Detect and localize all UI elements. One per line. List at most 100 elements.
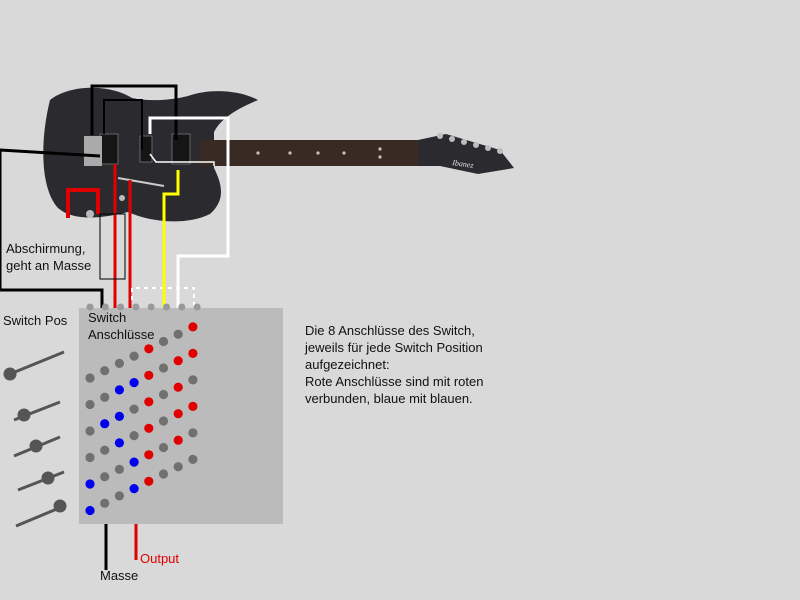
switch-terminal-blue bbox=[85, 505, 95, 516]
switch-top-terminal bbox=[193, 303, 201, 311]
switch-top-terminal bbox=[117, 303, 125, 311]
switch-terminal-gray bbox=[129, 404, 139, 414]
neck-pickup bbox=[171, 133, 191, 165]
switch-terminal-gray bbox=[158, 336, 169, 347]
switch-top-terminal bbox=[101, 303, 109, 311]
switch-terminal-blue bbox=[100, 419, 110, 429]
black-wire-top bbox=[90, 84, 178, 140]
description-line: Rote Anschlüsse sind mit roten bbox=[305, 374, 484, 389]
guitar-bridge bbox=[84, 136, 102, 166]
switch-top-terminal bbox=[132, 303, 140, 311]
switch-terminal-gray bbox=[173, 329, 183, 339]
switch-terminal-gray bbox=[114, 464, 124, 474]
switch-terminal-gray bbox=[100, 445, 110, 455]
fret-markers bbox=[256, 147, 382, 159]
switch-terminal-red bbox=[173, 435, 183, 445]
shield-label-line: Abschirmung, bbox=[6, 241, 86, 256]
shield-label: Abschirmung, geht an Masse bbox=[6, 240, 91, 274]
switch-terminal-blue bbox=[129, 484, 139, 494]
switch-terminal-red bbox=[188, 401, 198, 411]
switch-terminal-blue bbox=[129, 457, 139, 467]
switch-terminal-gray bbox=[129, 431, 139, 441]
switch-terminal-gray bbox=[85, 452, 95, 463]
switch-terminal-red bbox=[188, 348, 198, 358]
switch-terminal-gray bbox=[114, 491, 124, 501]
description-line: jeweils für jede Switch Position bbox=[305, 340, 483, 355]
switch-terminal-red bbox=[173, 382, 183, 392]
output-label: Output bbox=[140, 551, 180, 566]
shield-box bbox=[99, 213, 126, 280]
switch-terminal-blue bbox=[114, 385, 124, 395]
switch-position-lever bbox=[13, 435, 61, 458]
switch-terminal-red bbox=[173, 409, 183, 419]
switch-terminal-red bbox=[144, 397, 154, 407]
black-wire-inner bbox=[103, 99, 143, 150]
switch-terminal-gray bbox=[188, 454, 198, 464]
switch-terminal-red bbox=[188, 322, 198, 332]
pickup-selector-lever bbox=[117, 177, 165, 187]
yellow-wire bbox=[162, 170, 180, 308]
switch-terminal-red bbox=[173, 356, 183, 366]
volume-knob bbox=[86, 210, 94, 218]
switch-terminal-gray bbox=[188, 375, 198, 385]
switch-terminal-gray bbox=[129, 351, 139, 361]
switch-terminal-gray bbox=[100, 472, 110, 482]
switch-terminal-gray bbox=[173, 462, 183, 472]
switch-terminal-red bbox=[144, 370, 154, 380]
switch-position-lever bbox=[13, 400, 61, 422]
switch-terminal-gray bbox=[158, 363, 169, 373]
description-line: aufgezeichnet: bbox=[305, 357, 390, 372]
switch-terminal-gray bbox=[158, 416, 169, 426]
bridge-pickup bbox=[99, 133, 119, 165]
switch-terminal-red bbox=[144, 476, 154, 486]
switch-terminal-gray bbox=[158, 389, 169, 400]
switch-terminal-gray bbox=[100, 498, 110, 508]
switch-top-terminals bbox=[86, 303, 201, 311]
switch-terminal-blue bbox=[85, 479, 95, 489]
switch-terminal-gray bbox=[85, 426, 95, 436]
description-line: verbunden, blaue mit blauen. bbox=[305, 391, 473, 406]
switch-terminals-label: Switch Anschlüsse bbox=[88, 309, 154, 343]
switch-position-levers bbox=[3, 350, 67, 528]
ground-label: Masse bbox=[100, 568, 139, 583]
guitar-neck bbox=[200, 140, 428, 166]
tone-knob bbox=[119, 195, 125, 201]
switch-terminal-blue bbox=[114, 411, 124, 421]
switch-terminal-gray bbox=[158, 442, 169, 453]
switch-position-lever bbox=[3, 350, 65, 381]
switch-terminals-label-line: Anschlüsse bbox=[88, 327, 155, 342]
switch-terminal-blue bbox=[114, 438, 124, 448]
switch-terminal-gray bbox=[114, 358, 124, 368]
switch-position-lever bbox=[15, 499, 67, 528]
switch-terminal-gray bbox=[85, 373, 95, 383]
red-wire-loop bbox=[66, 188, 100, 218]
black-wire-left bbox=[0, 148, 104, 308]
switch-terminal-blue bbox=[129, 378, 139, 388]
switch-terminal-grid bbox=[85, 322, 198, 516]
description-line: Die 8 Anschlüsse des Switch, bbox=[305, 323, 475, 338]
switch-position-lever bbox=[17, 470, 65, 492]
switch-terminal-red bbox=[144, 423, 154, 433]
description-text: Die 8 Anschlüsse des Switch, jeweils für… bbox=[305, 322, 483, 407]
switch-top-terminal bbox=[163, 303, 170, 311]
switch-terminal-gray bbox=[85, 399, 95, 410]
switch-terminal-red bbox=[144, 344, 154, 354]
headstock-logo: Ibanez bbox=[451, 158, 475, 170]
white-wire-outer bbox=[148, 116, 230, 308]
white-wire-inner bbox=[149, 153, 215, 166]
switch-terminal-gray bbox=[100, 392, 110, 402]
switch-terminal-gray bbox=[188, 428, 198, 438]
switch-terminal-red bbox=[144, 450, 154, 460]
shield-label-line: geht an Masse bbox=[6, 258, 92, 273]
switch-top-terminal bbox=[178, 303, 186, 311]
wiring bbox=[0, 84, 230, 570]
guitar-headstock bbox=[418, 134, 514, 174]
switch-top-terminal bbox=[86, 303, 94, 311]
switch-pos-label: Switch Pos bbox=[3, 313, 68, 328]
switch-terminal-gray bbox=[158, 469, 169, 479]
switch-terminal-gray bbox=[100, 366, 110, 376]
switch-terminals-label-line: Switch bbox=[88, 310, 127, 325]
switch-top-terminal bbox=[147, 303, 155, 311]
tuning-pegs bbox=[437, 133, 503, 154]
